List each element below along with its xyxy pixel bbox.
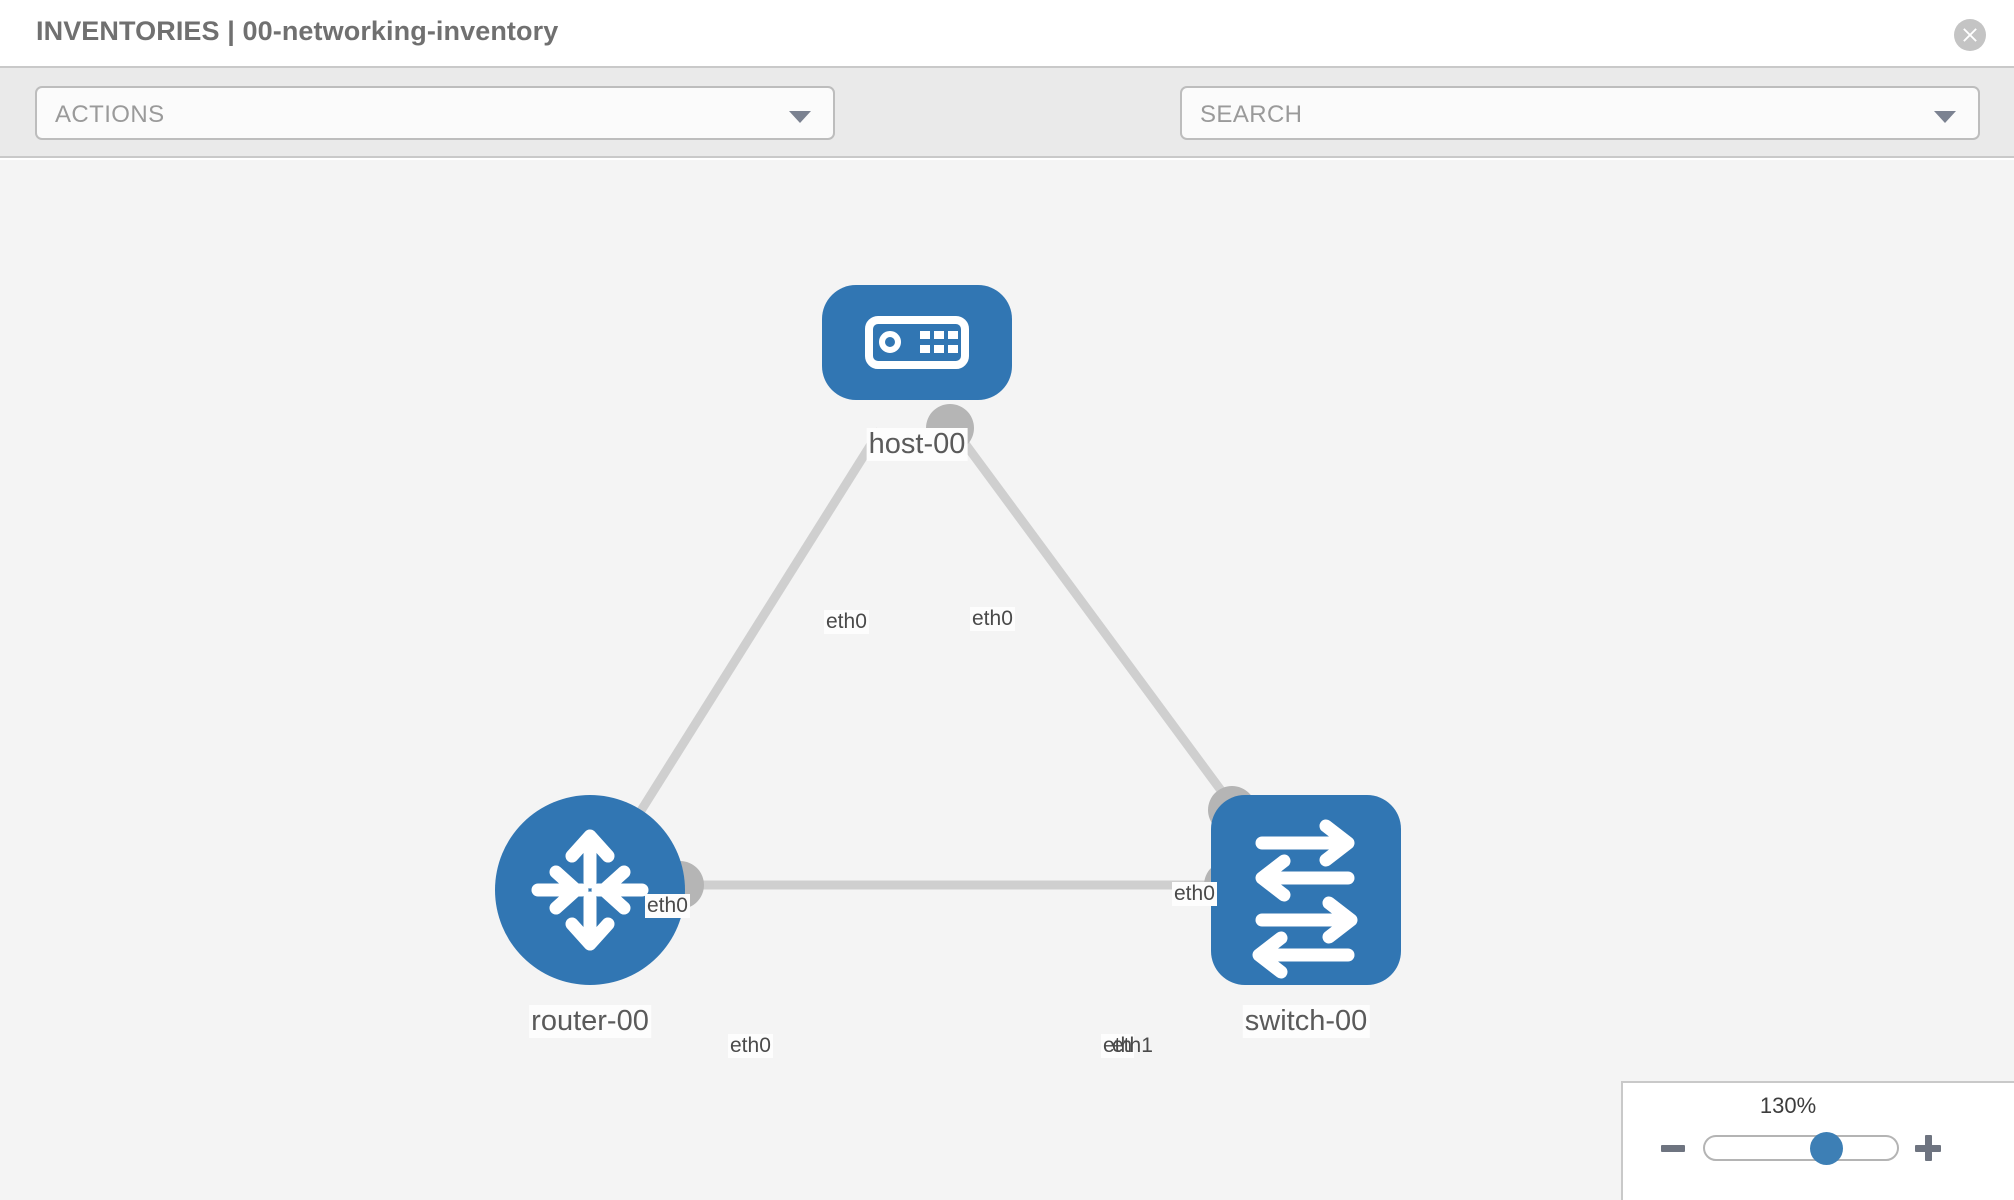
minus-icon[interactable] bbox=[1661, 1145, 1685, 1152]
topology-graph bbox=[495, 285, 1401, 985]
toolbar: ACTIONS SEARCH bbox=[0, 68, 2014, 196]
edge-label-router-eth0-up: eth0 bbox=[645, 894, 690, 918]
edge-label-host-eth0-right: eth0 bbox=[970, 607, 1015, 631]
plus-icon[interactable] bbox=[1915, 1135, 1941, 1161]
zoom-slider-track[interactable] bbox=[1703, 1135, 1899, 1161]
edge-label-switch-eth-overlap: eth bbox=[1101, 1034, 1135, 1058]
zoom-percent-label: 130% bbox=[1759, 1093, 1817, 1118]
node-label-host-00: host-00 bbox=[866, 428, 968, 461]
edge-label-switch-eth0-up: eth0 bbox=[1172, 882, 1217, 906]
node-label-switch-00: switch-00 bbox=[1242, 1005, 1370, 1038]
node-label-router-00: router-00 bbox=[529, 1005, 651, 1038]
graph-connectors bbox=[656, 404, 1256, 909]
edge-label-host-eth0-left: eth0 bbox=[824, 610, 869, 634]
edge-label-router-eth0-right: eth0 bbox=[728, 1034, 773, 1058]
node-host-00 bbox=[822, 285, 1012, 400]
node-switch-00 bbox=[1211, 795, 1401, 985]
router-arrows-icon bbox=[531, 829, 649, 951]
chevron-down-icon bbox=[789, 111, 811, 123]
switch-arrows-icon bbox=[1252, 819, 1358, 979]
page-header: INVENTORIES | 00-networking-inventory bbox=[0, 0, 2014, 68]
topology-canvas[interactable]: host-00 router-00 switch-00 eth0 eth0 et… bbox=[0, 160, 2014, 1200]
search-placeholder: SEARCH bbox=[1200, 101, 1303, 128]
chevron-down-icon bbox=[1934, 111, 1956, 123]
zoom-control-panel: 130% bbox=[1621, 1081, 2014, 1200]
close-icon[interactable] bbox=[1954, 19, 1986, 51]
link-host-router bbox=[606, 427, 884, 863]
actions-dropdown[interactable]: ACTIONS bbox=[35, 86, 835, 140]
search-input[interactable]: SEARCH bbox=[1180, 86, 1980, 140]
server-icon bbox=[865, 316, 969, 369]
graph-links bbox=[606, 427, 1270, 890]
edge-label-switch-eth1: eth1 bbox=[1112, 1034, 1153, 1057]
link-host-switch bbox=[951, 427, 1269, 853]
zoom-slider-thumb[interactable] bbox=[1810, 1132, 1843, 1165]
node-router-00 bbox=[495, 795, 685, 985]
actions-dropdown-label: ACTIONS bbox=[55, 101, 165, 128]
page-title: INVENTORIES | 00-networking-inventory bbox=[36, 16, 559, 46]
